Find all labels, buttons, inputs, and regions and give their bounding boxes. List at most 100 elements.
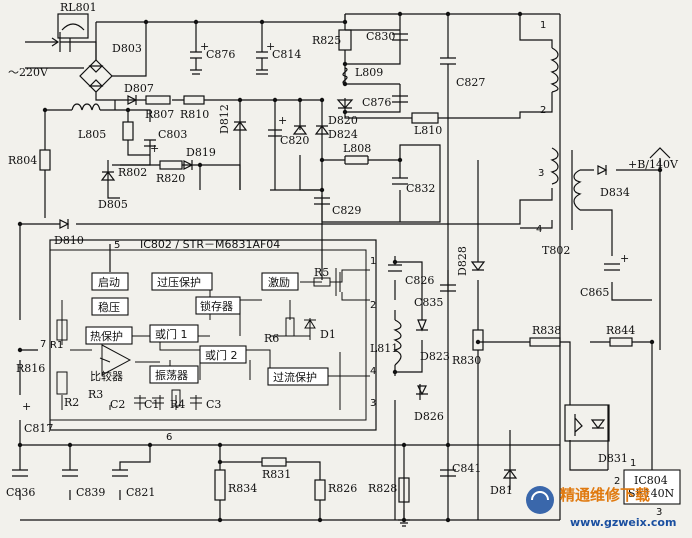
label-d805: D805: [98, 198, 128, 211]
block-comp: 比较器: [90, 369, 123, 383]
label-c820: C820: [280, 134, 309, 147]
label-r838: R838: [532, 324, 561, 337]
ic-pin-6: 6: [166, 432, 172, 443]
label-d831: D831: [598, 452, 628, 465]
block-ovp: 过压保护: [157, 275, 201, 289]
label-r844: R844: [606, 324, 635, 337]
block-latch: 锁存器: [200, 299, 233, 313]
label-r826: R826: [328, 482, 357, 495]
pin-numbers: 5 1 2 4 3 6 7 R1 1 2 3 4 1 2 3: [40, 20, 662, 518]
ic-pin-2: 2: [370, 300, 376, 311]
label-t802: T802: [542, 244, 570, 257]
plus-c803: +: [150, 142, 159, 155]
label-d803: D803: [112, 42, 142, 55]
t-pin-3: 3: [538, 168, 544, 179]
plus-c876: +: [200, 40, 209, 53]
label-r6: R6: [264, 332, 279, 345]
block-ocp: 过流保护: [273, 370, 317, 384]
label-c821: C821: [126, 486, 155, 499]
capacitors-top: [190, 29, 456, 124]
label-d812: D812: [218, 104, 231, 134]
label-d828: D828: [456, 246, 469, 276]
label-rl801: RL801: [60, 1, 97, 14]
t-pin-4: 4: [536, 224, 542, 235]
ic802-title: IC802 / STR－M6831AF04: [140, 238, 280, 251]
ic804-pin-1: 1: [630, 458, 636, 469]
label-r807: R807: [145, 108, 174, 121]
label-d818: D81: [490, 484, 513, 497]
ic802-frame: [49, 239, 377, 431]
label-d807: D807: [124, 82, 154, 95]
label-r816: R816: [16, 362, 45, 375]
label-l808: L808: [343, 142, 371, 155]
optocoupler-d831: [564, 404, 610, 442]
label-d823: D823: [420, 350, 450, 363]
ic-internal-parts: [56, 268, 341, 407]
label-c817: C817: [24, 422, 53, 435]
block-start: 启动: [98, 276, 120, 289]
label-c839: C839: [76, 486, 105, 499]
label-r3: R3: [88, 388, 103, 401]
ic-pin-7: 7: [40, 339, 46, 350]
right-side-parts: [388, 261, 633, 479]
label-c826: C826: [405, 274, 434, 287]
ic-blocks: [85, 272, 329, 386]
label-d1: D1: [320, 328, 336, 341]
ic-pin-5: 5: [114, 240, 120, 251]
component-labels: RL801 D803 ～220V C876 C814 R825 C830 L80…: [6, 1, 679, 500]
watermark-url: www.gzweix.com: [570, 516, 676, 529]
label-c827: C827: [456, 76, 485, 89]
primary-winding: [550, 47, 582, 230]
watermark-logo: [526, 486, 554, 514]
label-output: +B/140V: [628, 158, 679, 171]
label-r825: R825: [312, 34, 341, 47]
block-thermal: 热保护: [90, 329, 123, 343]
label-r830: R830: [452, 354, 481, 367]
label-ic804: IC804: [634, 474, 668, 487]
label-c876a: C876: [206, 48, 235, 61]
t-pin-2: 2: [540, 105, 546, 116]
label-r5: R5: [314, 266, 329, 279]
label-c2: C2: [110, 398, 125, 411]
ic804-box: [623, 469, 681, 505]
label-r831: R831: [262, 468, 291, 481]
label-ac-in: ～220V: [8, 66, 49, 79]
label-r828: R828: [368, 482, 397, 495]
block-drive: 激励: [268, 275, 290, 289]
label-c829: C829: [332, 204, 361, 217]
bottom-components: [12, 457, 410, 527]
t-pin-1: 1: [540, 20, 546, 31]
plus-c814: +: [266, 40, 275, 53]
label-c876b: C876: [362, 96, 391, 109]
label-d810: D810: [54, 234, 84, 247]
plus-c817: +: [22, 400, 31, 413]
label-c1: C1: [144, 398, 159, 411]
ic804-pin-2: 2: [614, 476, 620, 487]
label-d820: D820: [328, 114, 358, 127]
ic-r1: R1: [50, 340, 63, 351]
block-or2: 或门 2: [205, 348, 238, 362]
label-l811: L811: [370, 342, 398, 355]
d807-r807-r810: [127, 95, 205, 105]
label-c830: C830: [366, 30, 395, 43]
label-d824: D824: [328, 128, 358, 141]
label-l809: L809: [355, 66, 383, 79]
junctions: [17, 11, 663, 523]
label-c841: C841: [452, 462, 481, 475]
label-d826: D826: [414, 410, 444, 423]
label-c835: C835: [414, 296, 443, 309]
label-r820: R820: [156, 172, 185, 185]
label-se140n: SE140N: [628, 487, 675, 500]
label-d834: D834: [600, 186, 630, 199]
block-reg: 稳压: [98, 300, 120, 314]
wires: [19, 13, 661, 521]
label-r810: R810: [180, 108, 209, 121]
block-or1: 或门 1: [155, 327, 188, 341]
label-l805: L805: [78, 128, 106, 141]
ic-pin-1: 1: [370, 256, 376, 267]
block-osc: 振荡器: [155, 368, 188, 382]
plus-c865: +: [620, 252, 629, 265]
ic-pin-4: 4: [370, 366, 376, 377]
ic804-pin-3: 3: [656, 507, 662, 518]
